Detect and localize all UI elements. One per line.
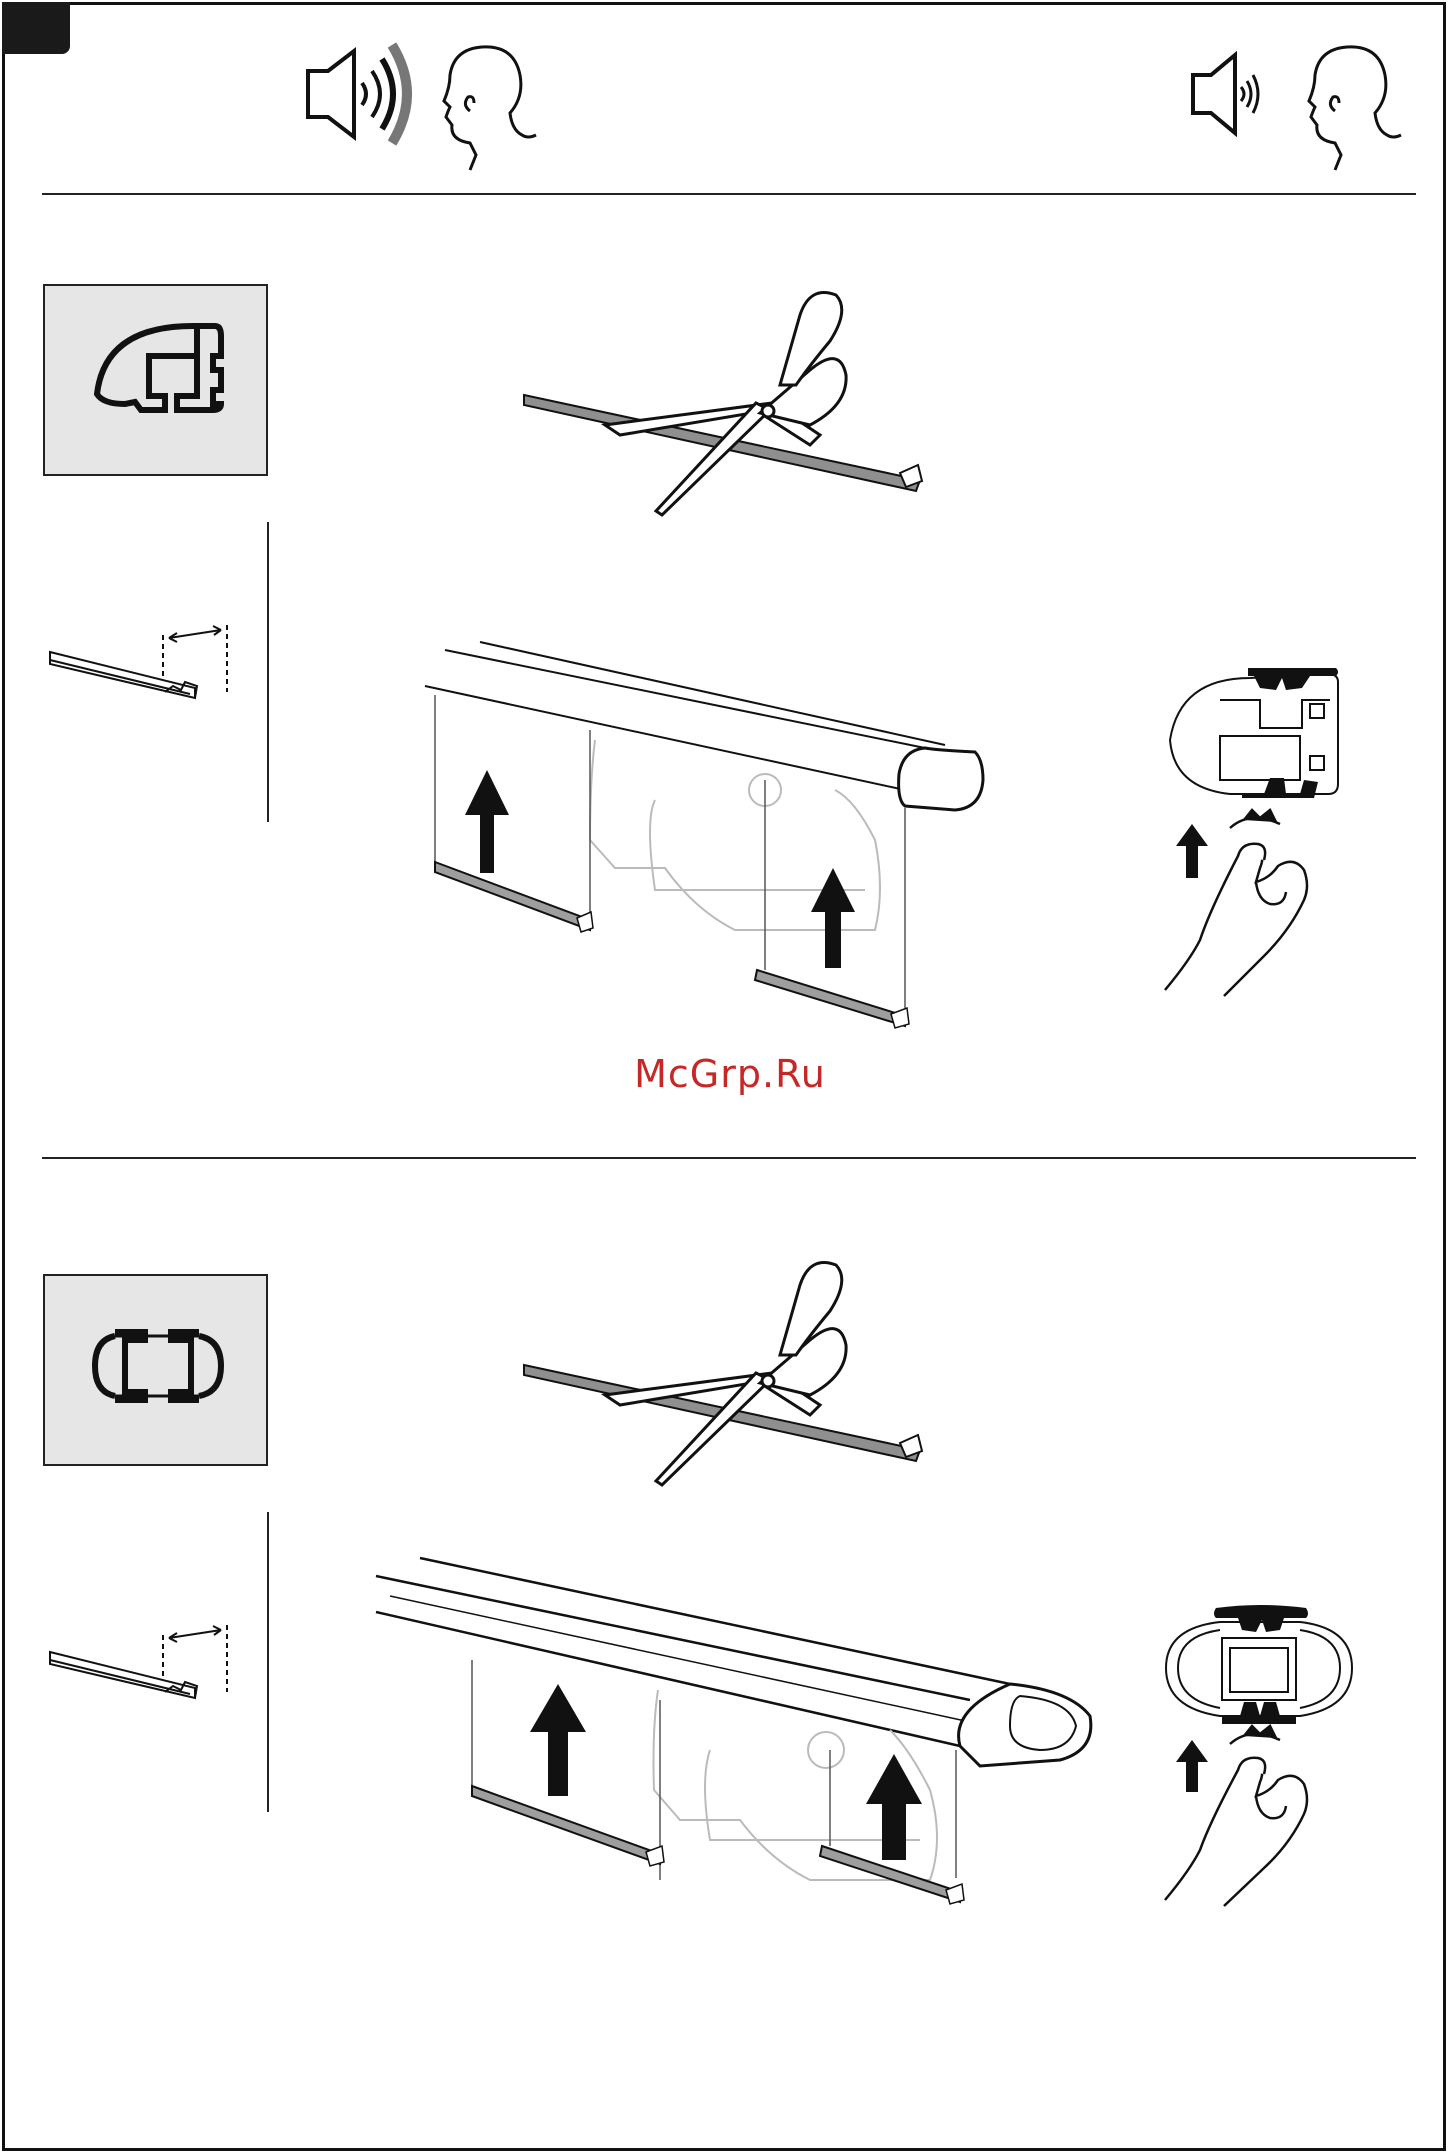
loud-sound-illustration	[300, 35, 550, 175]
scissors-icon	[605, 293, 846, 516]
quiet-sound-illustration	[1185, 35, 1425, 175]
bar-cross-section	[1170, 674, 1338, 794]
listener-head-icon	[1309, 47, 1401, 170]
arrow-up-icon	[530, 1684, 586, 1796]
measure-strip-illustration-1	[45, 620, 245, 700]
page-corner-tab	[2, 2, 70, 54]
guide-lines	[435, 695, 905, 1022]
bar-cross-section	[1166, 1622, 1352, 1716]
scissors-icon	[605, 1263, 846, 1486]
arrow-up-icon	[811, 868, 855, 968]
step-separator	[267, 522, 269, 822]
roof-bar	[376, 1558, 1091, 1766]
press-strip-illustration-1	[1160, 660, 1350, 1000]
loud-speaker-icon	[308, 45, 407, 143]
insert-strips-illustration-1	[415, 640, 990, 1040]
step-separator	[267, 1512, 269, 1812]
section-divider	[42, 193, 1416, 195]
profile-box-type-2	[43, 1274, 268, 1466]
profile-box-type-1	[43, 284, 268, 476]
arrow-up-icon	[465, 770, 509, 873]
insert-strips-illustration-2	[370, 1550, 1100, 1920]
rail-profile-type-1-icon	[45, 286, 270, 478]
roof-bar	[425, 642, 983, 810]
section-divider	[42, 1157, 1416, 1159]
arrow-up-icon	[1176, 824, 1208, 878]
rail-profile-type-2-icon	[45, 1276, 270, 1468]
cut-strip-illustration-1	[510, 285, 930, 530]
watermark-text: McGrp.Ru	[560, 1052, 900, 1096]
quiet-speaker-icon	[1193, 55, 1258, 133]
press-strip-illustration-2	[1160, 1600, 1360, 1920]
measure-strip-illustration-2	[45, 1620, 245, 1700]
cut-strip-illustration-2	[510, 1255, 930, 1500]
listener-head-icon	[444, 47, 536, 170]
arrow-up-icon	[866, 1754, 922, 1860]
arrow-up-icon	[1176, 1740, 1208, 1792]
